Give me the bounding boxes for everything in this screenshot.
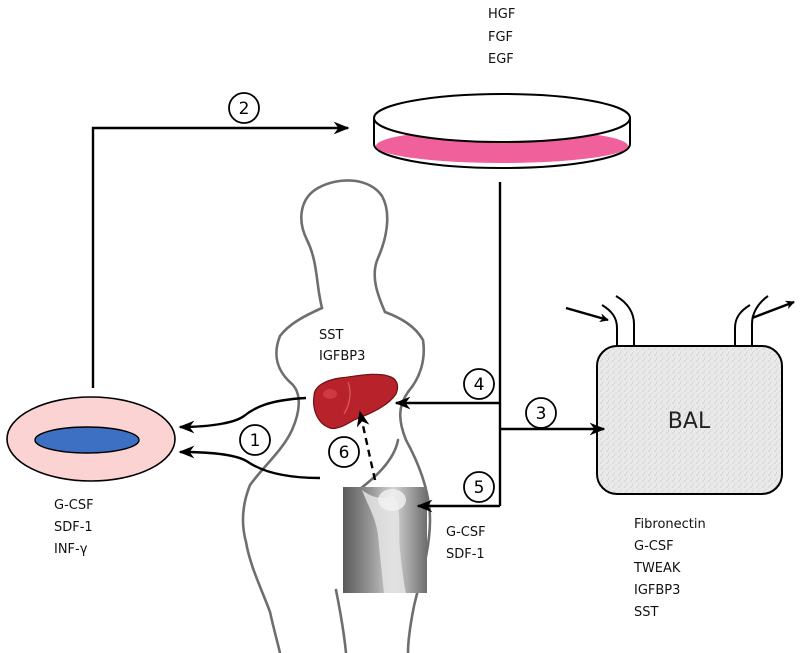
factor-label: TWEAK — [633, 561, 681, 576]
factor-label: INF-γ — [54, 542, 88, 557]
cell-nucleus — [34, 426, 140, 454]
bal-label: BAL — [668, 409, 711, 434]
factor-label: G-CSF — [54, 498, 94, 513]
arrow-liver-to-cell — [178, 396, 307, 434]
dish-factors: HGF FGF EGF — [488, 7, 515, 67]
bone-marrow-xray — [343, 487, 427, 593]
factor-label: IGFBP3 — [319, 349, 365, 364]
right-torso-outline — [383, 310, 432, 653]
culture-dish — [373, 93, 631, 169]
factor-label: FGF — [488, 30, 513, 45]
bal-outflow-arrow — [751, 300, 795, 320]
bone-marrow-factors: G-CSF SDF-1 — [446, 525, 486, 562]
left-torso-outline — [241, 306, 324, 653]
factor-label: SST — [319, 328, 344, 343]
bal-outlet-tube — [734, 295, 769, 350]
step-number: 1 — [250, 431, 261, 451]
factor-label: SST — [634, 605, 659, 620]
factor-label: SDF-1 — [54, 520, 93, 535]
bal-inlet-tube — [601, 295, 635, 350]
step-number: 5 — [474, 478, 485, 498]
liver-icon — [313, 373, 399, 430]
factor-label: G-CSF — [634, 539, 674, 554]
factor-label: HGF — [488, 7, 515, 22]
factor-label: EGF — [488, 52, 514, 67]
arrow-marrow-to-liver — [356, 410, 377, 481]
factor-label: SDF-1 — [446, 547, 485, 562]
step-markers: 1 2 3 4 5 6 — [228, 92, 557, 503]
dish-rim — [373, 93, 631, 143]
cell-factors: G-CSF SDF-1 INF-γ — [54, 498, 94, 557]
bal-inflow-arrow — [565, 306, 609, 323]
step-marker-4: 4 — [463, 368, 495, 400]
step-number: 6 — [339, 443, 350, 463]
factor-label: Fibronectin — [634, 517, 706, 532]
arrow-marrow-to-cell — [178, 445, 321, 480]
step-marker-3: 3 — [525, 397, 557, 429]
bal-device: BAL — [565, 295, 795, 495]
arrows — [91, 121, 606, 513]
inner-leg-outline — [334, 588, 348, 653]
step-marker-5: 5 — [463, 471, 495, 503]
step-marker-2: 2 — [228, 92, 260, 124]
step-number: 3 — [536, 404, 547, 424]
step-number: 2 — [239, 99, 250, 119]
arrow-cell-to-dish — [91, 121, 350, 388]
human-body-outline — [241, 179, 432, 653]
step-marker-1: 1 — [239, 424, 271, 456]
bal-chamber — [596, 345, 783, 495]
liver-factors: SST IGFBP3 — [319, 328, 365, 364]
factor-label: G-CSF — [446, 525, 486, 540]
bal-factors: Fibronectin G-CSF TWEAK IGFBP3 SST — [633, 517, 706, 620]
step-marker-6: 6 — [328, 436, 360, 468]
head-neck-outline — [300, 179, 389, 314]
factor-label: IGFBP3 — [634, 583, 680, 598]
step-number: 4 — [474, 375, 485, 395]
stem-cell — [6, 396, 176, 482]
